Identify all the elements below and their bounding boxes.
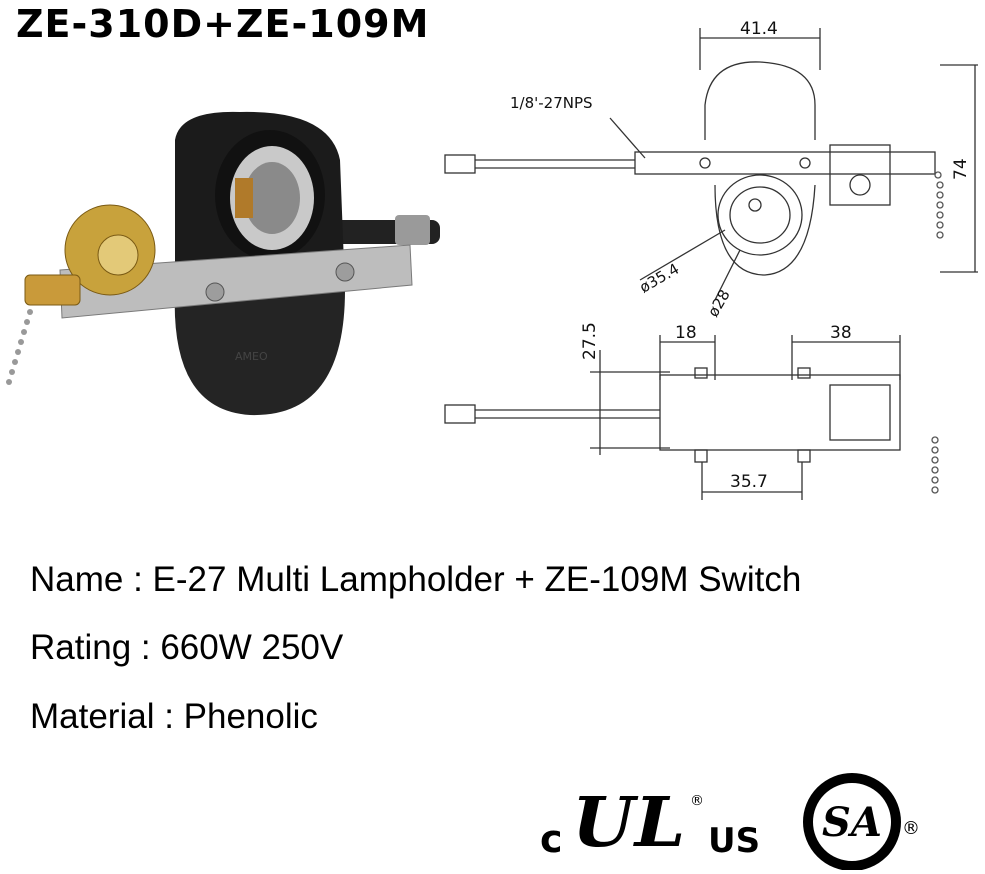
technical-drawing: 41.4 74 1/8'-27NPS ø35.4 ø28 27.5 18 38 — [444, 19, 978, 500]
dim-38: 38 — [830, 323, 852, 343]
dim-width-top: 41.4 — [740, 19, 778, 39]
spec-material: Material : Phenolic — [30, 697, 318, 736]
switch-bushing — [24, 274, 81, 306]
dim-diameter-outer: ø35.4 — [636, 260, 682, 297]
bracket-screw-right — [335, 262, 355, 282]
ul-mark: UL — [572, 782, 685, 863]
spec-rating: Rating : 660W 250V — [30, 628, 344, 667]
spec-name: Name : E-27 Multi Lampholder + ZE-109M S… — [30, 560, 802, 599]
ul-suffix: US — [708, 821, 760, 861]
pull-chain — [6, 309, 33, 385]
socket-contact — [235, 178, 253, 218]
dim-side-height: 27.5 — [580, 322, 600, 360]
dim-height: 74 — [951, 158, 971, 180]
ul-registered: ® — [690, 793, 704, 809]
svg-text:AMEO: AMEO — [235, 350, 268, 363]
product-photo: AMEO — [6, 111, 440, 416]
ul-prefix: c — [540, 817, 563, 861]
certification-marks: c UL ® US SA ® — [540, 773, 920, 870]
dim-diameter-inner: ø28 — [704, 287, 734, 320]
dim-18: 18 — [675, 323, 697, 343]
cord-connector — [395, 215, 430, 245]
ul-listed-mark: c UL ® US — [540, 782, 760, 863]
lower-housing — [174, 290, 345, 416]
dim-bottom: 35.7 — [730, 472, 768, 492]
csa-mark: SA ® — [803, 773, 920, 870]
csa-letters: SA — [822, 799, 882, 846]
thread-label: 1/8'-27NPS — [510, 94, 593, 112]
csa-registered: ® — [902, 818, 920, 839]
product-title: ZE-310D+ZE-109M — [16, 2, 430, 46]
bracket-screw-left — [205, 282, 225, 302]
